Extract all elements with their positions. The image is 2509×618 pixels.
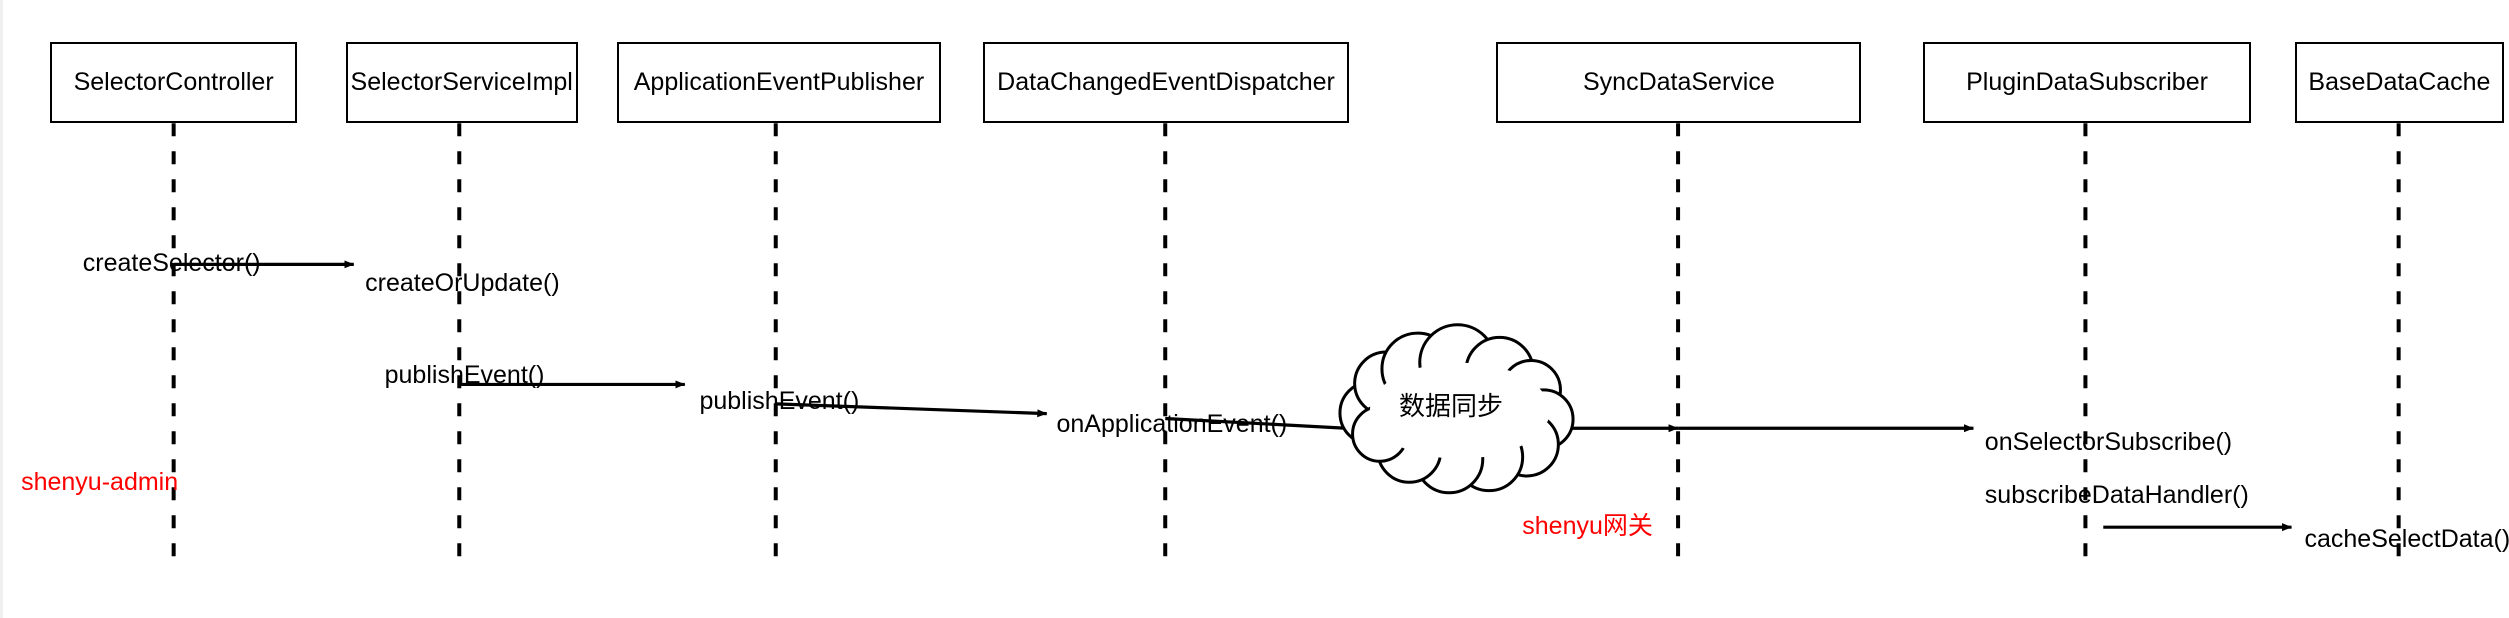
participant-box-base-data-cache: BaseDataCache <box>2294 42 2505 124</box>
message-label-subscribe-data-handler: subscribeDataHandler() <box>1984 481 2249 510</box>
message-label-publish-event-2: publishEvent() <box>699 387 860 416</box>
message-label-on-selector-subscribe: onSelectorSubscribe() <box>1984 427 2233 456</box>
data-sync-cloud-shape <box>1338 323 1575 495</box>
message-label-cache-select-data: cacheSelectData() <box>2304 525 2509 554</box>
participant-box-data-changed-event-dispatcher: DataChangedEventDispatcher <box>983 42 1349 124</box>
participant-label-data-changed-event-dispatcher: DataChangedEventDispatcher <box>997 67 1335 96</box>
participant-label-selector-controller: SelectorController <box>73 67 274 96</box>
arrow-on-application-event <box>1165 416 1377 434</box>
participant-label-sync-data-service: SyncDataService <box>1582 67 1775 96</box>
zone-label-shenyu-admin-zone: shenyu-admin <box>21 468 179 497</box>
zone-label-shenyu-gateway-zone: shenyu网关 <box>1522 512 1653 541</box>
participant-box-plugin-data-subscriber: PluginDataSubscriber <box>1923 42 2251 124</box>
cloud-label-data-sync: 数据同步 <box>1398 390 1503 421</box>
message-label-publish-event-1: publishEvent() <box>384 361 545 390</box>
participant-label-application-event-publisher: ApplicationEventPublisher <box>633 67 925 96</box>
participant-label-selector-service-impl: SelectorServiceImpl <box>350 67 573 96</box>
message-arrows-group <box>173 260 2293 532</box>
canvas-left-edge <box>0 0 3 618</box>
arrow-publish-event-2 <box>775 402 1048 418</box>
cloud-interior <box>1369 362 1550 459</box>
message-label-on-application-event: onApplicationEvent() <box>1056 410 1288 438</box>
participant-label-base-data-cache: BaseDataCache <box>2308 67 2491 96</box>
participant-box-application-event-publisher: ApplicationEventPublisher <box>616 42 942 124</box>
participant-label-plugin-data-subscriber: PluginDataSubscriber <box>1966 67 2208 96</box>
message-label-create-or-update: createOrUpdate() <box>365 268 560 297</box>
lifelines-group <box>171 123 2401 568</box>
participant-box-selector-service-impl: SelectorServiceImpl <box>345 42 578 124</box>
participant-box-sync-data-service: SyncDataService <box>1496 42 1862 124</box>
message-label-create-selector: createSelector() <box>82 249 261 278</box>
participant-box-selector-controller: SelectorController <box>50 42 297 124</box>
